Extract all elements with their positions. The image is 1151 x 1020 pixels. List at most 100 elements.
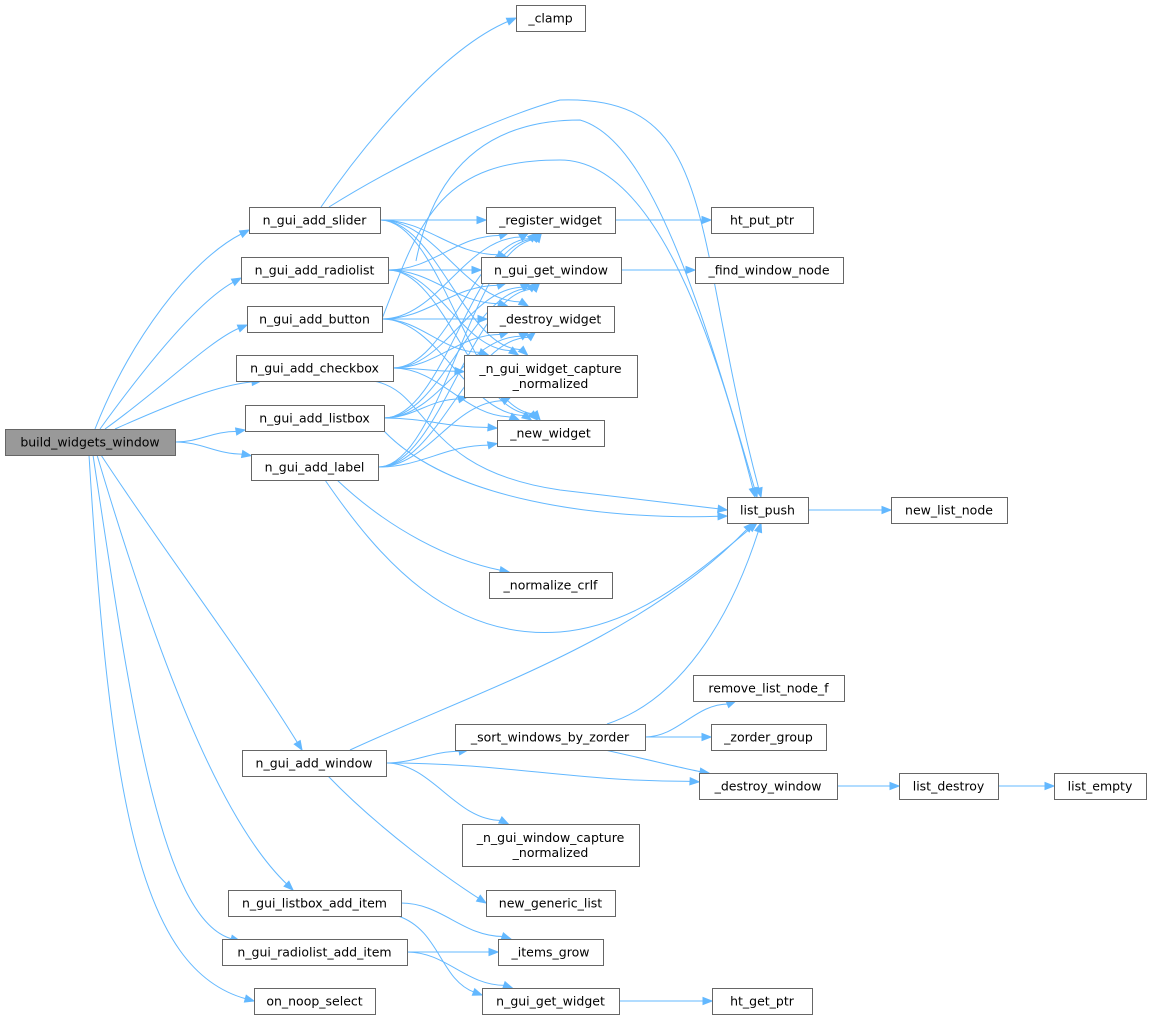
edge-sort-windows-by-zorder-to-destroy-window	[604, 749, 702, 773]
node-list-empty[interactable]: list_empty	[1054, 773, 1147, 800]
node-box	[727, 497, 809, 524]
node-new-list-node[interactable]: new_list_node	[891, 497, 1008, 524]
arrowhead-icon	[293, 739, 303, 752]
node-new-widget[interactable]: _new_widget	[497, 420, 605, 447]
node-box	[693, 675, 845, 702]
node-box	[245, 405, 385, 432]
node-n-gui-add-slider[interactable]: n_gui_add_slider	[249, 207, 381, 234]
node-ht-get-ptr[interactable]: ht_get_ptr	[712, 988, 813, 1015]
arrowhead-icon	[487, 423, 499, 432]
node-box	[497, 420, 605, 447]
arrowhead-icon	[238, 229, 251, 239]
edge-n-gui-add-label-to-n-gui-widget-capture-normalized	[377, 400, 504, 468]
node-clamp[interactable]: _clamp	[516, 5, 586, 32]
node-new-generic-list[interactable]: new_generic_list	[486, 890, 616, 917]
node-box	[249, 207, 381, 234]
node-label: list_push	[740, 503, 795, 518]
node-n-gui-add-window[interactable]: n_gui_add_window	[242, 750, 387, 777]
node-label: n_gui_add_checkbox	[250, 361, 379, 376]
node-register-widget[interactable]: _register_widget	[486, 207, 616, 234]
node-n-gui-get-widget[interactable]: n_gui_get_widget	[482, 988, 620, 1015]
node-n-gui-window-capture-normalized[interactable]: _n_gui_window_capture_normalized	[462, 824, 640, 867]
node-n-gui-add-listbox[interactable]: n_gui_add_listbox	[245, 405, 385, 432]
arrowhead-icon	[717, 512, 729, 521]
node-n-gui-add-label[interactable]: n_gui_add_label	[251, 454, 379, 481]
node-box	[222, 939, 408, 966]
arrowhead-icon	[508, 412, 521, 421]
node-n-gui-add-checkbox[interactable]: n_gui_add_checkbox	[236, 355, 394, 382]
edge-build-widgets-window-to-n-gui-radiolist-add-item	[92, 454, 233, 940]
node-box	[486, 890, 616, 917]
arrowhead-icon	[243, 994, 256, 1003]
node-n-gui-add-button[interactable]: n_gui_add_button	[247, 306, 383, 333]
edge-n-gui-add-button-to-n-gui-get-window	[381, 284, 499, 320]
edge-n-gui-add-window-to-new-generic-list	[327, 775, 480, 900]
node-box	[464, 355, 638, 398]
node-remove-list-node-f[interactable]: remove_list_node_f	[693, 675, 845, 702]
node-label: _new_widget	[509, 426, 591, 441]
node-box	[455, 724, 646, 751]
arrowhead-icon	[748, 486, 757, 499]
edge-n-gui-add-slider-to-list-push	[328, 99, 760, 490]
node-label: _destroy_window	[714, 779, 822, 794]
node-on-noop-select[interactable]: on_noop_select	[254, 988, 376, 1015]
node-box	[487, 306, 615, 333]
node-list-push[interactable]: list_push	[727, 497, 809, 524]
node-label: ht_get_ptr	[730, 994, 795, 1009]
node-box	[1054, 773, 1147, 800]
node-label: ht_put_ptr	[730, 213, 795, 228]
edge-n-gui-add-label-to-destroy-widget	[377, 336, 530, 468]
arrowhead-icon	[525, 331, 537, 342]
node-sort-windows-by-zorder[interactable]: _sort_windows_by_zorder	[455, 724, 646, 751]
node-n-gui-get-window[interactable]: n_gui_get_window	[481, 257, 622, 284]
edge-n-gui-add-listbox-to-n-gui-widget-capture-normalized	[383, 398, 460, 419]
arrowhead-icon	[283, 880, 294, 891]
node-items-grow[interactable]: _items_grow	[498, 939, 604, 966]
node-box	[699, 773, 838, 800]
function-nodes: build_widgets_window n_gui_add_slider n_gu…	[5, 5, 1147, 1015]
arrowhead-icon	[475, 894, 488, 904]
node-n-gui-listbox-add-item[interactable]: n_gui_listbox_add_item	[228, 890, 402, 917]
node-list-destroy[interactable]: list_destroy	[899, 773, 999, 800]
node-box	[695, 257, 844, 284]
arrowhead-icon	[701, 732, 713, 742]
edge-n-gui-add-label-to-new-widget	[377, 444, 490, 468]
node-label: new_list_node	[905, 503, 993, 518]
edge-n-gui-radiolist-add-item-to-n-gui-get-widget	[406, 951, 505, 986]
node-build-widgets-window[interactable]: build_widgets_window	[5, 429, 176, 456]
node-destroy-window[interactable]: _destroy_window	[699, 773, 838, 800]
node-label: list_destroy	[913, 779, 985, 794]
edge-n-gui-add-label-to-register-widget	[377, 239, 537, 468]
arrowhead-icon	[476, 215, 488, 225]
arrowhead-icon	[530, 281, 541, 293]
node-box	[254, 988, 376, 1015]
node-label: _clamp	[527, 11, 572, 26]
edge-n-gui-add-window-to-list-push	[349, 528, 748, 751]
node-normalize-crlf[interactable]: _normalize_crlf	[489, 572, 613, 599]
node-zorder-group[interactable]: _zorder_group	[711, 724, 827, 751]
node-label: _destroy_widget	[499, 312, 602, 327]
arrowhead-icon	[497, 815, 510, 825]
arrowhead-icon	[517, 345, 529, 356]
edge-build-widgets-window-to-n-gui-add-label	[174, 441, 244, 455]
node-box	[228, 890, 402, 917]
arrowhead-icon	[502, 980, 514, 989]
node-n-gui-radiolist-add-item[interactable]: n_gui_radiolist_add_item	[222, 939, 408, 966]
node-box	[486, 207, 616, 234]
node-n-gui-add-radiolist[interactable]: n_gui_add_radiolist	[241, 257, 389, 284]
node-n-gui-widget-capture-normalized[interactable]: _n_gui_widget_capture_normalized	[464, 355, 638, 398]
node-box	[498, 939, 604, 966]
node-label: list_empty	[1068, 779, 1133, 794]
node-label: n_gui_add_button	[259, 312, 370, 327]
node-label: _normalized	[512, 376, 589, 391]
node-label: n_gui_add_listbox	[259, 411, 370, 426]
edge-n-gui-add-window-to-n-gui-window-capture-normalized	[385, 762, 502, 821]
node-ht-put-ptr[interactable]: ht_put_ptr	[711, 207, 814, 234]
node-find-window-node[interactable]: _find_window_node	[695, 257, 844, 284]
node-box	[242, 750, 387, 777]
node-destroy-widget[interactable]: _destroy_widget	[487, 306, 615, 333]
arrowhead-icon	[236, 324, 249, 333]
arrowhead-icon	[527, 410, 539, 421]
edge-n-gui-add-slider-to-clamp	[320, 20, 509, 208]
